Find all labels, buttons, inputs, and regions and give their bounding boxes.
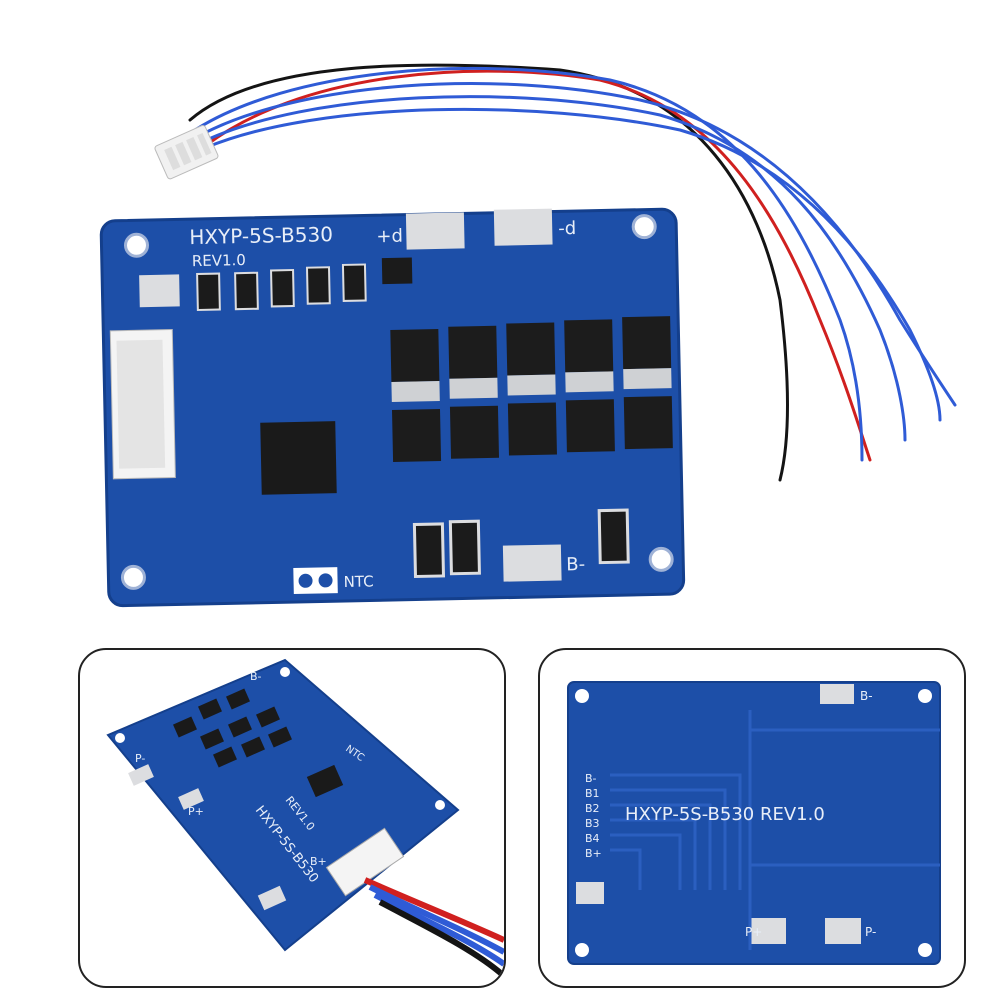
pin-b-plus: B+ xyxy=(585,847,602,860)
inset-left-b-plus: B+ xyxy=(310,855,327,868)
inset-left-image: P- P+ B- B+ NTC HXYP-5S-B530 REV1.0 xyxy=(106,658,504,979)
inset-right-model-rev: HXYP-5S-B530 REV1.0 xyxy=(625,804,825,825)
inset-right-p-plus: P+ xyxy=(745,925,762,939)
wire-harness xyxy=(188,63,957,482)
balance-connector-plug xyxy=(154,124,219,180)
inset-right-b-minus: B- xyxy=(860,689,873,703)
pin-b2: B2 xyxy=(585,802,600,815)
b-minus-label: B- xyxy=(566,554,585,575)
pin-b3: B3 xyxy=(585,817,600,830)
minus-d-label: -d xyxy=(558,218,576,239)
inset-right-back-view: B- B1 B2 B3 B4 B+ HXYP-5S-B530 REV1.0 B-… xyxy=(538,648,966,988)
inset-left-b-minus: B- xyxy=(250,670,262,683)
rev-label: REV1.0 xyxy=(192,251,246,270)
inset-left-p-plus: P+ xyxy=(188,805,204,818)
inset-left-p-minus: P- xyxy=(135,752,145,765)
inset-left-angled-view: P- P+ B- B+ NTC HXYP-5S-B530 REV1.0 xyxy=(78,648,506,988)
model-label: HXYP-5S-B530 xyxy=(189,222,333,249)
inset-right-p-minus: P- xyxy=(865,925,876,939)
pad-minus-d xyxy=(493,208,553,246)
pad-b-minus xyxy=(502,544,562,582)
pin-b1: B1 xyxy=(585,787,600,800)
pad-plus-d xyxy=(405,212,465,250)
pin-b4: B4 xyxy=(585,832,600,845)
main-pcb: HXYP-5S-B530 REV1.0 +d -d B- NTC xyxy=(99,207,686,608)
plus-d-label: +d xyxy=(376,226,403,248)
pin-b-minus: B- xyxy=(585,772,597,785)
inset-right-image: B- B1 B2 B3 B4 B+ HXYP-5S-B530 REV1.0 B-… xyxy=(567,681,941,965)
main-board-photo: HXYP-5S-B530 REV1.0 +d -d B- NTC xyxy=(99,63,957,608)
ntc-label: NTC xyxy=(343,572,373,591)
